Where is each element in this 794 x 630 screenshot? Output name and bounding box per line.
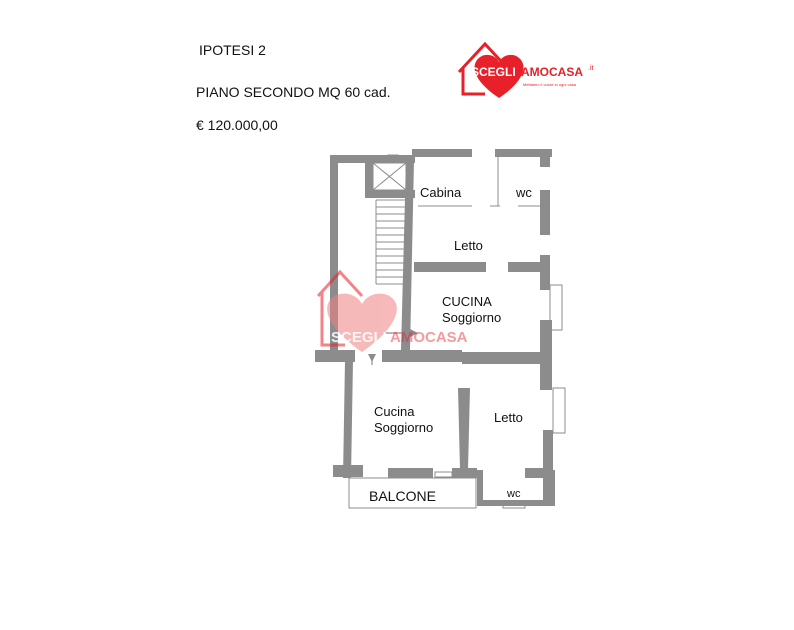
room-label-letto-top: Letto — [454, 238, 483, 253]
room-label-wc-top: wc — [516, 185, 532, 200]
house-heart-icon — [457, 41, 524, 98]
brand-logo: SCEGLI AMOCASA .it Mettiamo il cuore in … — [455, 38, 605, 102]
logo-tld: .it — [588, 65, 594, 72]
logo-text-a: SCEGLI — [471, 65, 516, 79]
price: € 120.000,00 — [196, 117, 278, 133]
fixtures — [348, 154, 566, 509]
watermark-text-a: SCEGLI — [331, 329, 387, 346]
watermark-logo — [316, 269, 397, 352]
logo-text-b: AMOCASA — [521, 65, 583, 79]
room-label-balcone: BALCONE — [369, 488, 436, 504]
arrow-icons — [368, 329, 418, 362]
room-label-wc-bottom: wc — [507, 488, 521, 500]
room-label-soggiorno-upper: Soggiorno — [442, 310, 502, 325]
plan-subtitle: PIANO SECONDO MQ 60 cad. — [196, 84, 391, 100]
room-label-cucina-lower: Cucina — [374, 404, 415, 419]
plan-title: IPOTESI 2 — [199, 42, 266, 58]
room-label-letto-bottom: Letto — [494, 410, 523, 425]
room-label-soggiorno-lower: Soggiorno — [374, 420, 434, 435]
room-label-cabina: Cabina — [420, 185, 462, 200]
watermark-text-b: AMOCASA — [390, 329, 468, 346]
logo-tagline: Mettiamo il cuore in ogni casa — [523, 82, 576, 87]
room-label-cucina-upper: CUCINA — [442, 294, 492, 309]
walls — [315, 149, 555, 506]
